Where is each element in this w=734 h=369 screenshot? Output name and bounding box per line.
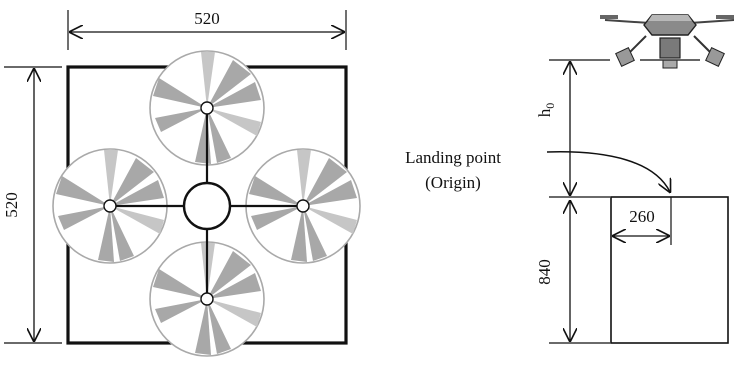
h0-label: h0 [535, 103, 557, 118]
drone-icon [600, 14, 734, 69]
side-view: h0 Landing point (Origin) 840 260 [405, 14, 734, 344]
landing-point-label: Landing point [405, 148, 501, 167]
offset-label: 260 [629, 207, 655, 226]
landing-zone-rect [610, 196, 729, 344]
height-dimension: 520 [2, 66, 62, 344]
landing-point-arrow [546, 151, 670, 192]
landing-origin-label: (Origin) [425, 173, 481, 192]
width-label: 520 [194, 9, 220, 28]
center-hub [182, 181, 232, 231]
depth-dimension: 840 [535, 201, 610, 344]
top-view: 520 520 [2, 9, 361, 357]
h0-dimension: h0 [535, 59, 610, 198]
drone-arms [116, 114, 297, 293]
offset-dimension: 260 [613, 197, 672, 245]
width-dimension: 520 [67, 9, 347, 50]
height-label: 520 [2, 192, 21, 218]
depth-label: 840 [535, 259, 554, 285]
